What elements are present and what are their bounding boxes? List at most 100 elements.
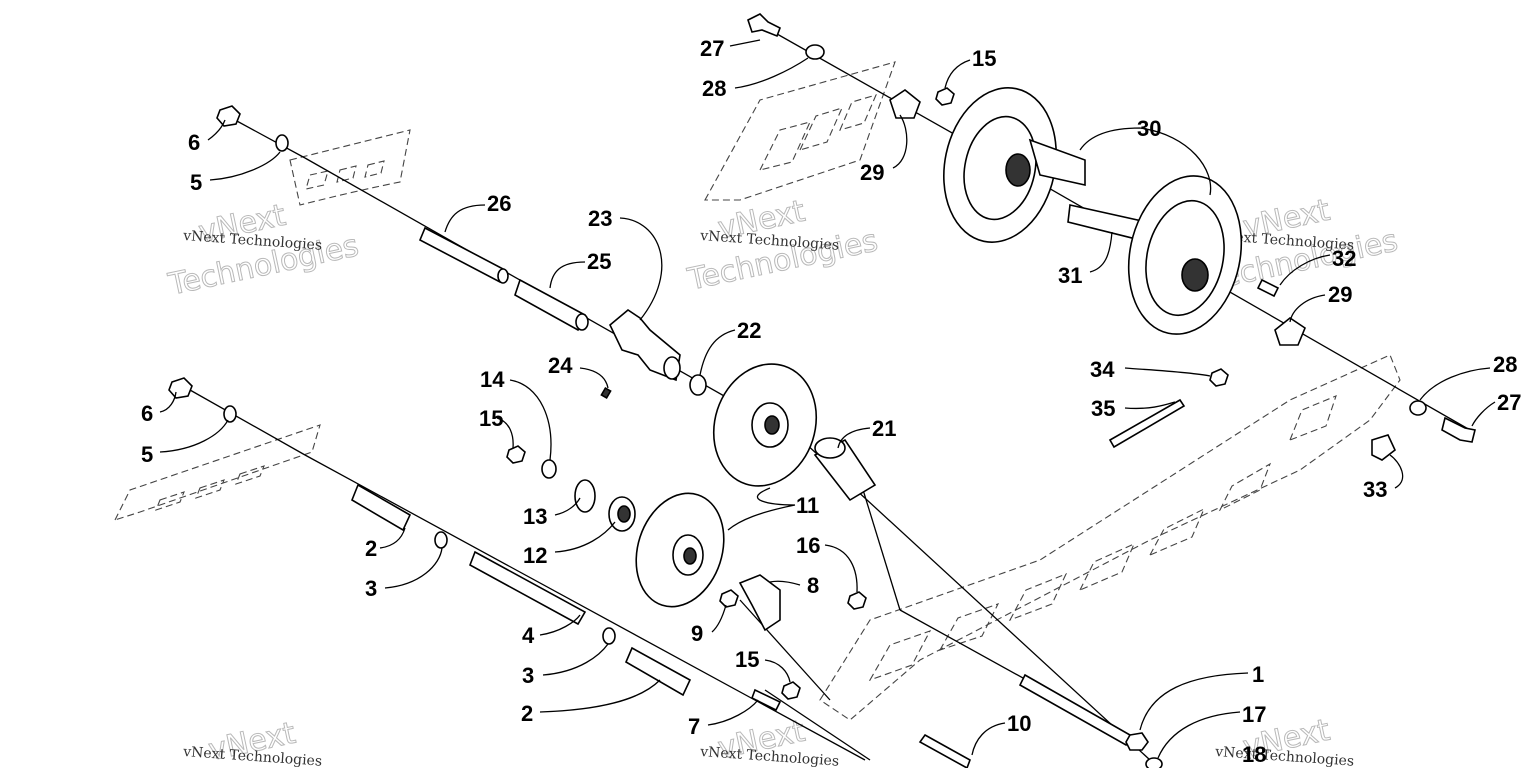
set-screw-24 bbox=[600, 386, 612, 400]
arm-23-boss bbox=[663, 356, 681, 380]
leader-line bbox=[384, 547, 443, 589]
washer-3-lower bbox=[602, 627, 616, 645]
washer-3-upper bbox=[434, 531, 448, 549]
leader-line bbox=[207, 119, 226, 141]
idler-wheel-11-upper-bore bbox=[764, 415, 780, 435]
rail-upper-left-cutouts bbox=[305, 160, 385, 190]
leader-line bbox=[699, 329, 736, 376]
drive-wheel-30-outer-hub bbox=[1181, 258, 1209, 292]
callout-30: 30 bbox=[1137, 116, 1161, 141]
leader-line bbox=[379, 527, 406, 549]
callout-14: 14 bbox=[480, 367, 505, 392]
nut-6-lower bbox=[168, 377, 193, 399]
callout-27-upper: 27 bbox=[700, 36, 724, 61]
callout-31: 31 bbox=[1058, 263, 1082, 288]
bolt-10 bbox=[918, 733, 971, 768]
nut-16 bbox=[847, 591, 867, 610]
leader-line bbox=[729, 39, 761, 47]
callout-5-lower: 5 bbox=[141, 442, 153, 467]
leader-line bbox=[734, 57, 809, 89]
callout-25: 25 bbox=[587, 249, 611, 274]
rail-upper-left bbox=[289, 129, 411, 206]
spacer-2-lower bbox=[624, 646, 692, 697]
bolt-32 bbox=[1256, 278, 1280, 298]
leader-line bbox=[549, 261, 586, 289]
axis-line bbox=[999, 159, 1471, 431]
leader-line bbox=[1419, 367, 1491, 401]
leader-line bbox=[539, 679, 661, 713]
callout-28-upper: 28 bbox=[702, 76, 726, 101]
leader-line bbox=[971, 722, 1006, 756]
callout-2-lower: 2 bbox=[521, 701, 533, 726]
rail-main bbox=[819, 354, 1401, 721]
drive-wheel-30-inner-rim bbox=[963, 115, 1037, 221]
leader-line bbox=[1124, 401, 1176, 410]
callout-32: 32 bbox=[1332, 246, 1356, 271]
leader-line bbox=[542, 643, 609, 676]
leader-line bbox=[159, 391, 177, 413]
callout-21: 21 bbox=[872, 416, 896, 441]
rail-upper-middle-cutouts bbox=[758, 94, 877, 171]
leader-line bbox=[444, 204, 486, 233]
callout-29-upper: 29 bbox=[860, 160, 884, 185]
axis-line bbox=[764, 689, 871, 761]
bracket-8 bbox=[738, 574, 781, 632]
callout-10: 10 bbox=[1007, 711, 1031, 736]
washer-5-upper bbox=[275, 134, 289, 152]
washer-28-upper bbox=[805, 44, 825, 60]
callout-16: 16 bbox=[796, 533, 820, 558]
snap-ring-13 bbox=[574, 479, 596, 513]
axis-line bbox=[739, 599, 831, 701]
bolt-1-head bbox=[1125, 732, 1149, 751]
spacer-25 bbox=[514, 278, 587, 332]
nut-6-upper bbox=[216, 105, 241, 127]
callout-28-lower: 28 bbox=[1493, 352, 1517, 377]
leader-line bbox=[1139, 672, 1249, 731]
leader-line bbox=[944, 59, 971, 89]
bolt-27-lower bbox=[1441, 416, 1476, 443]
drive-sprocket-30 bbox=[1028, 138, 1086, 186]
nut-15-lower bbox=[781, 681, 801, 700]
leader-line bbox=[1471, 401, 1496, 427]
leader-line bbox=[1124, 367, 1211, 377]
drive-wheel-30-inner-hub bbox=[1005, 153, 1031, 187]
leader-line bbox=[159, 419, 229, 453]
washer-28-lower bbox=[1409, 400, 1427, 416]
callout-labels: 27 28 15 30 6 5 29 26 23 25 32 31 29 22 … bbox=[141, 36, 1521, 767]
spacer-25-end bbox=[575, 313, 589, 331]
nut-34 bbox=[1209, 368, 1229, 387]
callout-24: 24 bbox=[548, 353, 573, 378]
spacer-2-upper bbox=[351, 483, 412, 532]
callout-2-upper: 2 bbox=[365, 536, 377, 561]
leader-line bbox=[209, 151, 281, 181]
leader-line bbox=[1289, 294, 1326, 323]
callout-13: 13 bbox=[523, 504, 547, 529]
bearing-12-race bbox=[617, 505, 631, 523]
leader-line bbox=[764, 659, 791, 683]
leader-line bbox=[579, 367, 609, 389]
leader-lines bbox=[159, 39, 1496, 759]
leader-line bbox=[1089, 231, 1113, 273]
axis-line bbox=[859, 479, 901, 611]
frame-rails bbox=[113, 61, 1401, 721]
callout-12: 12 bbox=[523, 543, 547, 568]
callout-15-upper: 15 bbox=[972, 46, 996, 71]
callout-7: 7 bbox=[688, 714, 700, 739]
leader-line bbox=[539, 614, 581, 636]
nut-15-left bbox=[506, 445, 526, 464]
idler-wheel-11-lower-bore bbox=[683, 547, 697, 565]
callout-1: 1 bbox=[1252, 662, 1264, 687]
callout-4: 4 bbox=[522, 623, 535, 648]
spacer-26 bbox=[418, 226, 507, 284]
rail-main-cutouts bbox=[868, 395, 1337, 682]
callout-33: 33 bbox=[1363, 477, 1387, 502]
leader-line bbox=[707, 699, 759, 726]
spacer-21-end bbox=[814, 437, 846, 459]
callout-17: 17 bbox=[1242, 702, 1266, 727]
centre-lines bbox=[189, 29, 1471, 761]
callout-15-lower: 15 bbox=[735, 647, 759, 672]
leader-line bbox=[837, 427, 871, 449]
callout-22: 22 bbox=[737, 318, 761, 343]
